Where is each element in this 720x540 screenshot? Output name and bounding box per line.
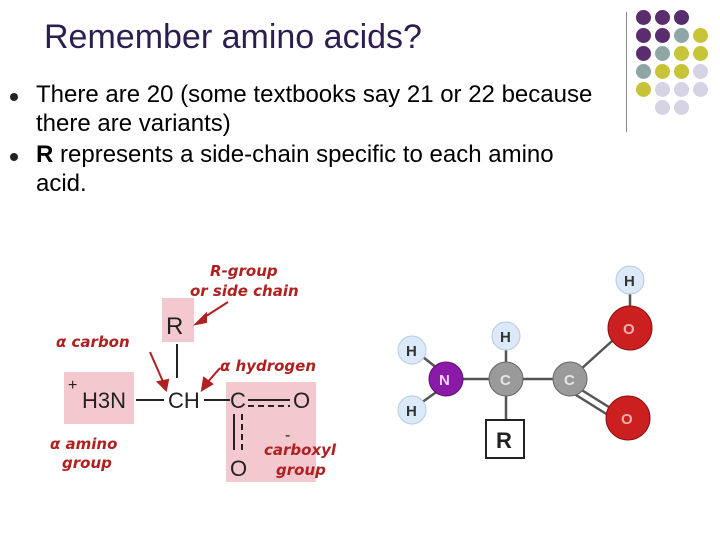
amino-group-label: α amino (50, 435, 117, 453)
bullet-item: R represents a side-chain specific to ea… (10, 140, 610, 198)
bullet-text: represents a side-chain specific to each… (36, 141, 554, 197)
decorative-dot (655, 100, 670, 115)
decorative-dot (655, 28, 670, 43)
h3n-text: H3N (82, 388, 126, 413)
decorative-dot (655, 10, 670, 25)
decorative-dot (674, 46, 689, 61)
atom-o-top: O (607, 305, 653, 351)
decorative-dot (674, 10, 689, 25)
ball-and-stick-model: H H H H N C C O O R (397, 265, 653, 459)
o-right-text: O (293, 388, 310, 413)
annotation-arrows (149, 301, 229, 393)
r-group-highlight (162, 298, 194, 342)
bullet-icon (10, 93, 18, 101)
divider-line (626, 12, 627, 132)
decorative-dot (693, 28, 708, 43)
decorative-dot (674, 28, 689, 43)
carboxyl-minus-sign: - (285, 427, 290, 444)
svg-text:R: R (496, 428, 512, 453)
bullet-text: There are 20 (some textbooks say 21 or 2… (36, 81, 593, 137)
decorative-dot (674, 82, 689, 97)
c-text: C (230, 388, 246, 413)
svg-text:C: C (564, 372, 575, 389)
svg-text:N: N (439, 372, 450, 389)
svg-text:H: H (624, 273, 635, 290)
slide-title: Remember amino acids? (44, 18, 422, 56)
r-group-label: R-group (210, 262, 278, 280)
decorative-dot (693, 46, 708, 61)
svg-text:O: O (623, 321, 635, 338)
decorative-dot (655, 82, 670, 97)
bullet-item: There are 20 (some textbooks say 21 or 2… (10, 80, 610, 138)
svg-text:O: O (621, 411, 633, 428)
atom-c-right: C (552, 361, 588, 397)
svg-text:H: H (406, 403, 417, 420)
decorative-dot (636, 10, 651, 25)
alpha-hydrogen-label: α hydrogen (220, 357, 316, 375)
decorative-dot (636, 28, 651, 43)
atom-h-left-top: H (397, 335, 427, 365)
r-group-box: R (485, 419, 525, 459)
plus-sign: + (68, 377, 77, 394)
amino-acid-structure-diagram: R-group or side chain α carbon α hydroge… (50, 262, 337, 482)
bullet-list: There are 20 (some textbooks say 21 or 2… (10, 80, 610, 200)
decorative-dot (674, 100, 689, 115)
atom-h-top-center: H (491, 321, 521, 351)
o-bottom-text: O (230, 456, 247, 481)
atom-h-left-bottom: H (397, 395, 427, 425)
alpha-carbon-label: α carbon (56, 333, 130, 351)
amino-group-label-2: group (62, 454, 112, 472)
carboxyl-group-highlight (226, 382, 316, 482)
decorative-dot (636, 64, 651, 79)
decorative-dot (693, 82, 708, 97)
decorative-dot (636, 46, 651, 61)
carboxyl-group-label-2: group (276, 461, 326, 479)
amino-group-highlight (64, 372, 134, 424)
decorative-dot (655, 64, 670, 79)
r-symbol: R (166, 313, 183, 340)
atom-h-top-right: H (615, 265, 645, 295)
carboxyl-group-label: carboxyl (264, 441, 337, 459)
bonds (413, 280, 632, 422)
bullet-icon (10, 153, 18, 161)
atom-o-bottom: O (605, 395, 651, 441)
decorative-dot (693, 64, 708, 79)
atom-c-center: C (488, 361, 524, 397)
decorative-dot (636, 82, 651, 97)
svg-text:H: H (500, 329, 511, 346)
svg-text:H: H (406, 343, 417, 360)
side-chain-label: or side chain (190, 282, 299, 300)
decorative-dot-grid (636, 10, 720, 130)
ch-text: CH (168, 388, 200, 413)
svg-text:C: C (500, 372, 511, 389)
decorative-dot (674, 64, 689, 79)
atom-n: N (428, 361, 464, 397)
decorative-dot (655, 46, 670, 61)
bullet-bold-text: R (36, 141, 54, 168)
